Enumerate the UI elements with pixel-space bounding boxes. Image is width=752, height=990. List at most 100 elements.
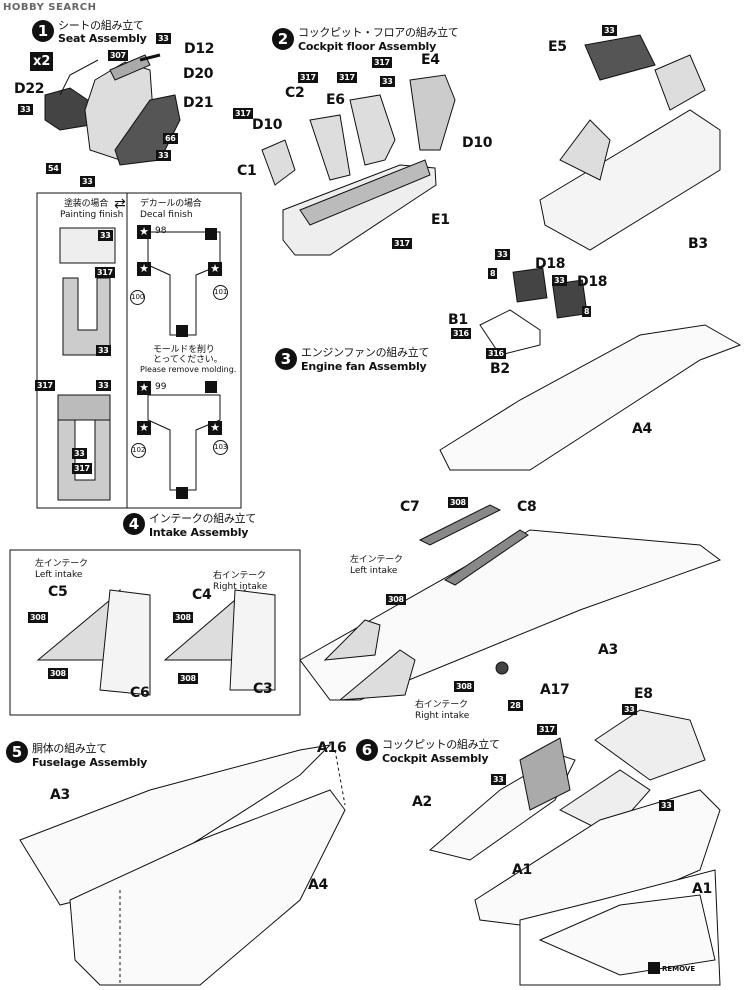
- step-6-title-en: Cockpit Assembly: [382, 752, 489, 765]
- color-code-54: 54: [46, 163, 61, 174]
- color-code-33: 33: [156, 33, 171, 44]
- color-code-308: 308: [28, 612, 48, 623]
- seat-part-d20: [109, 54, 151, 81]
- color-code-316: 316: [486, 348, 506, 359]
- step-1-title-jp: シートの組み立て: [58, 19, 144, 32]
- fuselage-half-a4-upper: [439, 324, 742, 471]
- painting-finish-en: Painting finish: [60, 210, 124, 220]
- left-intake-en: Left intake: [35, 570, 83, 580]
- decal-number-98: 98: [155, 226, 167, 236]
- step-4-title-en: Intake Assembly: [149, 526, 249, 539]
- decal-stripe-icon: [205, 228, 217, 240]
- part-label-e1: E1: [431, 212, 450, 228]
- step-2-title-jp: コックピット・フロアの組み立て: [298, 26, 459, 39]
- right-intake-en: Right intake: [213, 582, 268, 592]
- step-5-title-en: Fuselage Assembly: [32, 756, 148, 769]
- seat-guide-line: [59, 59, 99, 96]
- right-intake-c3: [229, 589, 276, 691]
- left-intake-jp: 左インテーク: [35, 559, 88, 569]
- part-label-a4: A4: [632, 421, 652, 437]
- part-label-c7: C7: [400, 499, 420, 515]
- step-4-number: 4: [123, 513, 145, 535]
- decal-callout-102: 102: [131, 443, 146, 458]
- remove-molding-jp-2: とってください。: [153, 355, 223, 365]
- part-label-c8: C8: [517, 499, 537, 515]
- part-label-a1: A1: [512, 862, 532, 878]
- cockpit-e8: [594, 709, 706, 781]
- step-6-title-jp: コックピットの組み立て: [382, 738, 500, 751]
- decal-callout-100: 100: [130, 290, 145, 305]
- color-code-33: 33: [659, 800, 674, 811]
- step4-left-intake-en: Left intake: [350, 566, 398, 576]
- step-1-number: 1: [32, 20, 54, 42]
- step4-left-intake: [323, 619, 381, 661]
- intake-detail-box: [9, 549, 301, 716]
- star-decal-icon: ★: [137, 381, 151, 395]
- decal-finish-jp: デカールの場合: [140, 199, 202, 209]
- color-code-33: 33: [495, 249, 510, 260]
- decal-callout-101: 101: [213, 285, 228, 300]
- step4-right-intake: [338, 649, 416, 701]
- color-code-308: 308: [454, 681, 474, 692]
- panel-e4: [409, 74, 456, 151]
- painted-console: [62, 277, 111, 356]
- star-decal-icon: ★: [208, 262, 222, 276]
- remove-molding-jp-1: モールドを削り: [153, 345, 215, 355]
- part-label-e4: E4: [421, 52, 440, 68]
- color-code-33: 33: [491, 774, 506, 785]
- star-decal-icon: ★: [208, 421, 222, 435]
- cockpit-floor-detail: [299, 159, 431, 226]
- canopy-glass: [519, 737, 571, 811]
- step-2-title-en: Cockpit floor Assembly: [298, 40, 437, 53]
- color-code-33: 33: [380, 76, 395, 87]
- step4-left-intake-jp: 左インテーク: [350, 555, 403, 565]
- color-code-33: 33: [80, 176, 95, 187]
- part-label-e8: E8: [634, 686, 653, 702]
- fan-d18-left: [512, 267, 548, 303]
- step-4-title-jp: インテークの組み立て: [149, 512, 256, 525]
- decal-stripe-icon: [648, 962, 660, 974]
- panel-e6: [349, 94, 396, 166]
- right-intake-jp: 右インテーク: [213, 571, 266, 581]
- color-code-317: 317: [95, 267, 115, 278]
- nose-inset-detail: [538, 894, 716, 976]
- fan-d18-right: [552, 279, 588, 319]
- cockpit-assembly-b3: [539, 109, 721, 251]
- color-code-8: 8: [582, 306, 592, 317]
- part-label-e5: E5: [548, 39, 567, 55]
- color-code-33: 33: [72, 448, 87, 459]
- color-code-316: 316: [451, 328, 471, 339]
- color-code-317: 317: [233, 108, 253, 119]
- decal-panel-upper: [147, 231, 221, 336]
- decal-stripe-icon: [176, 487, 188, 499]
- color-code-317: 317: [372, 57, 392, 68]
- panel-c2: [309, 114, 351, 181]
- part-label-e6: E6: [326, 92, 345, 108]
- part-label-a1: A1: [692, 881, 712, 897]
- left-intake-c6: [99, 589, 151, 696]
- color-code-33: 33: [156, 150, 171, 161]
- decal-number-99: 99: [155, 382, 167, 392]
- step-3-title-jp: エンジンファンの組み立て: [301, 346, 430, 359]
- painted-panel-lower: [57, 394, 111, 421]
- color-code-308: 308: [448, 497, 468, 508]
- part-label-c6: C6: [130, 685, 150, 701]
- color-code-33: 33: [96, 345, 111, 356]
- fuselage-assembled-a4: [69, 789, 346, 986]
- step4-right-intake-en: Right intake: [415, 711, 470, 721]
- part-label-b1: B1: [448, 312, 468, 328]
- part-label-c4: C4: [192, 587, 212, 603]
- quantity-badge: x2: [30, 52, 54, 71]
- panel-c7: [418, 504, 502, 546]
- part-label-c5: C5: [48, 584, 68, 600]
- finish-switch-arrow-icon: ⇄: [114, 196, 126, 212]
- star-decal-icon: ★: [137, 421, 151, 435]
- decal-stripe-icon: [205, 381, 217, 393]
- part-label-d20: D20: [183, 66, 214, 82]
- part-label-d12: D12: [184, 41, 215, 57]
- color-code-33: 33: [98, 230, 113, 241]
- color-code-33: 33: [602, 25, 617, 36]
- color-code-317: 317: [298, 72, 318, 83]
- part-label-b2: B2: [490, 361, 510, 377]
